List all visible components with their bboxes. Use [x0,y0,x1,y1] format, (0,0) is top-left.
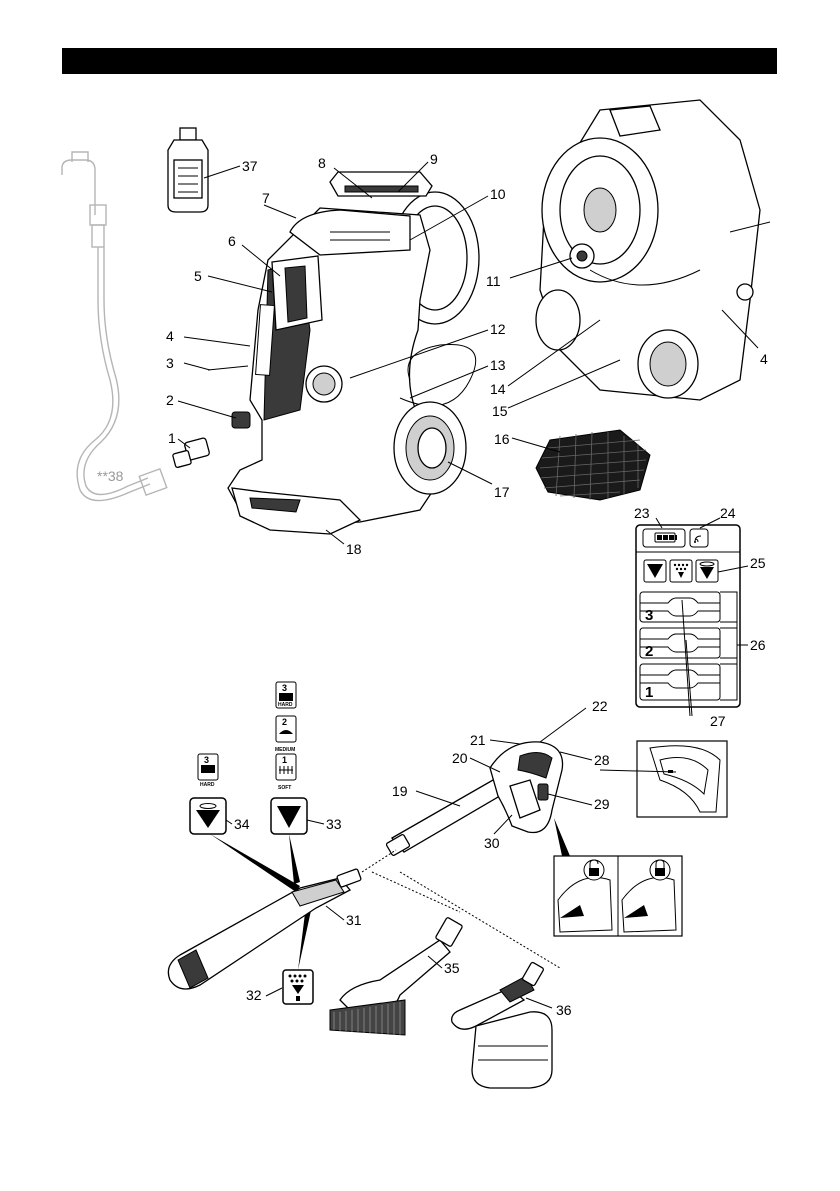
svg-text:2: 2 [282,717,287,727]
callout-1: 1 [168,430,176,446]
callout-11: 11 [486,273,501,289]
callout-36: 36 [556,1002,572,1018]
detergent-bottle [168,128,208,212]
callout-14: 14 [490,381,506,397]
rotary-nozzle-badge [190,798,226,834]
svg-text:2: 2 [645,643,653,660]
foam-nozzle [452,962,552,1088]
control-panel: 3 2 1 [636,525,748,716]
callout-30: 30 [484,835,500,851]
pressure-level-2: 2 [640,628,720,660]
callout-37: 37 [242,158,258,174]
svg-text:HARD: HARD [200,782,215,788]
callout-4: 4 [166,328,174,344]
callout-33: 33 [326,816,342,832]
trigger-gun [386,742,563,856]
callout-25: 25 [750,555,766,571]
callout-17: 17 [494,484,510,500]
callout-7: 7 [262,190,270,206]
callout-20: 20 [452,750,468,766]
spray-nozzle-badge [283,970,313,1004]
callout-13: 13 [490,357,506,373]
callout-12: 12 [490,321,506,337]
callout-4-rear: 4 [760,351,768,367]
lock-insets [554,818,682,936]
callout-21: 21 [470,732,486,748]
callout-5: 5 [194,268,202,284]
wash-brush [330,917,463,1035]
callout-16: 16 [494,431,510,447]
svg-text:1: 1 [645,684,653,701]
callout-31: 31 [346,912,362,928]
callout-29: 29 [594,796,610,812]
rotary-nozzle-icon [696,560,718,582]
callout-32: 32 [246,987,262,1003]
spray-lance [168,869,361,989]
callout-22: 22 [592,698,608,714]
pressure-washer-rear [536,100,770,400]
callout-8: 8 [318,155,326,171]
nozzle-icon [644,560,666,582]
gun-detail-inset [637,741,727,817]
svg-text:3: 3 [204,755,209,765]
callout-27: 27 [710,713,726,729]
locked-icon [650,860,670,880]
filter-mesh [536,430,650,500]
callout-9: 9 [430,151,438,167]
svg-text:HARD: HARD [278,702,293,708]
callout-24: 24 [720,505,736,521]
svg-text:1: 1 [282,755,287,765]
callout-6: 6 [228,233,236,249]
pressure-level-3: 3 [640,592,720,624]
spray-icon [670,560,692,582]
callout-38: **38 [97,468,124,484]
callout-26: 26 [750,637,766,653]
callout-3: 3 [166,355,174,371]
bluetooth-icon [690,529,708,547]
callout-19: 19 [392,783,408,799]
svg-text:MEDIUM: MEDIUM [275,747,295,753]
svg-text:3: 3 [282,683,287,693]
callout-34: 34 [234,816,250,832]
pressure-badge-hard-2: 3 HARD [198,754,218,788]
callout-28: 28 [594,752,610,768]
pressure-badge-medium: 2 MEDIUM [275,716,296,753]
callout-2: 2 [166,392,174,408]
pressure-level-1: 1 [640,664,720,701]
callout-10: 10 [490,186,506,202]
svg-text:3: 3 [645,607,653,624]
svg-text:SOFT: SOFT [278,785,291,791]
callout-23: 23 [634,505,650,521]
pressure-badge-soft: 1 SOFT [276,754,296,791]
callout-35: 35 [444,960,460,976]
garden-hose-illustration: **38 [62,152,167,501]
battery-icon [655,533,677,542]
pressure-badge-hard: 3 HARD [276,682,296,708]
callout-15: 15 [492,403,508,419]
pressure-washer-front [172,172,479,534]
power-nozzle-badge [271,798,307,834]
callout-18: 18 [346,541,362,557]
unlocked-icon [584,860,604,880]
